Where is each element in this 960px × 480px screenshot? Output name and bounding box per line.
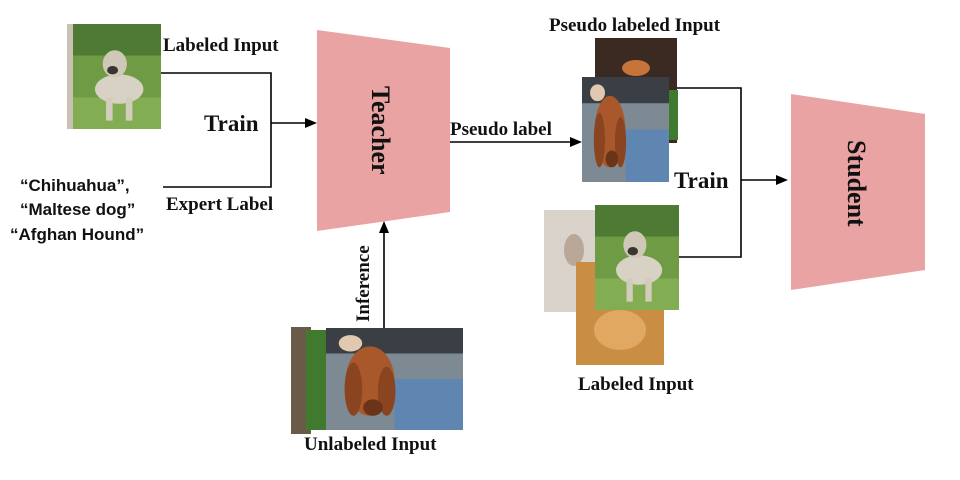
unlabeled-image-stack	[291, 327, 463, 434]
class-name-chihuahua: “Chihuahua”,	[20, 176, 130, 195]
left-labeled-image	[67, 24, 161, 129]
left-train-arrowhead	[305, 118, 317, 128]
labeled-image-stack	[544, 205, 679, 365]
class-name-afghan: “Afghan Hound”	[10, 225, 144, 244]
left-train-label: Train	[204, 111, 259, 136]
right-train-arrowhead	[776, 175, 788, 185]
pseudo-labeled-input-label: Pseudo labeled Input	[549, 15, 721, 36]
left-expert-label: Expert Label	[166, 194, 273, 215]
student-block	[791, 94, 925, 290]
left-labeled-connector	[161, 72, 272, 123]
right-labeled-connector	[679, 180, 742, 258]
right-labeled-input-label: Labeled Input	[578, 374, 694, 395]
student-label: Student	[842, 140, 871, 227]
teacher-label: Teacher	[366, 86, 395, 175]
pseudo-labeled-image-stack	[582, 38, 678, 182]
left-labeled-input-label: Labeled Input	[163, 35, 279, 56]
inference-arrowhead	[379, 221, 389, 233]
left-expert-connector	[163, 123, 272, 188]
pseudo-label-arrowhead	[570, 137, 582, 147]
inference-label: Inference	[353, 245, 374, 322]
class-name-maltese: “Maltese dog”	[20, 200, 135, 219]
right-train-label: Train	[674, 168, 729, 193]
pseudo-label-text: Pseudo label	[450, 119, 552, 140]
right-pseudo-connector	[677, 87, 742, 180]
unlabeled-input-label: Unlabeled Input	[304, 434, 437, 455]
teacher-block	[317, 30, 450, 231]
